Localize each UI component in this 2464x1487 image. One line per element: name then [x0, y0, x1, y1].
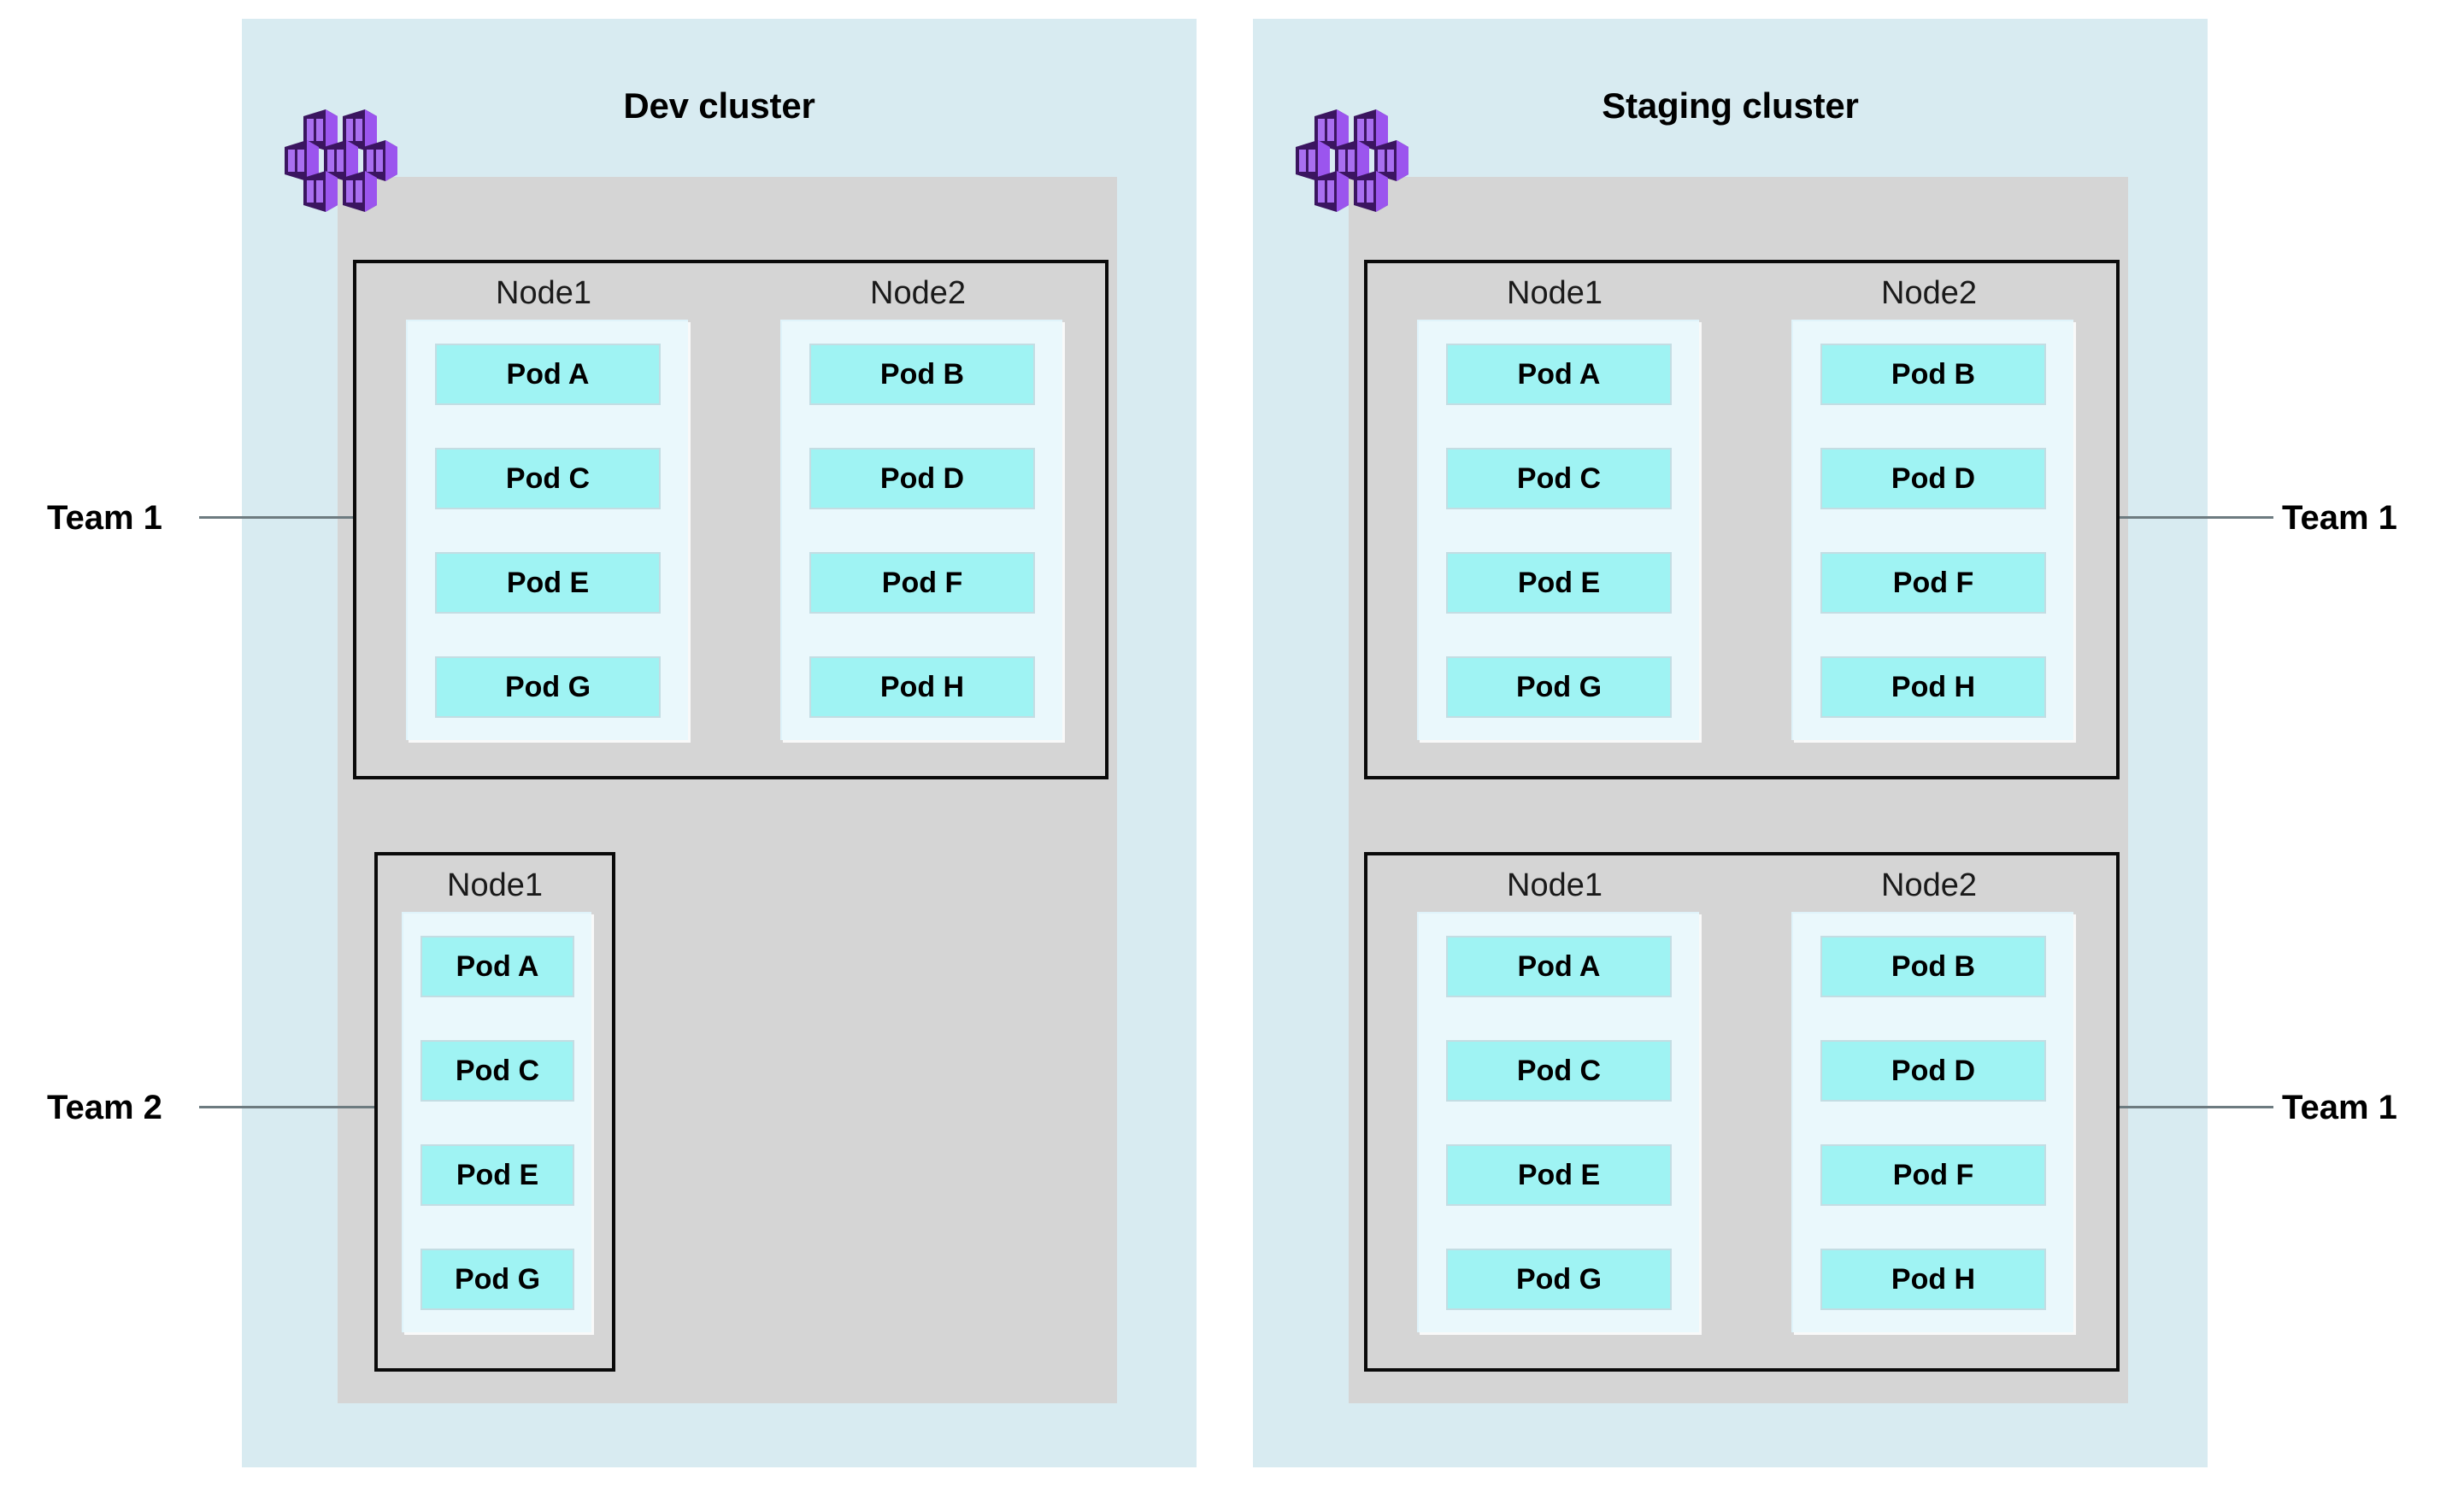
- team-label-dev-team1: Team 1: [47, 499, 162, 537]
- pod-box[interactable]: Pod H: [1820, 656, 2046, 718]
- node-panel: Pod A Pod C Pod E Pod G: [402, 912, 591, 1332]
- team-label-dev-team2: Team 2: [47, 1089, 162, 1126]
- pod-box[interactable]: Pod D: [1820, 448, 2046, 509]
- node-column: Node2 Pod B Pod D Pod F Pod H: [1742, 263, 2116, 776]
- node-column: Node1 Pod A Pod C Pod E Pod G: [1367, 263, 1742, 776]
- pod-box[interactable]: Pod A: [1446, 344, 1672, 405]
- node-panel: Pod A Pod C Pod E Pod G: [406, 320, 688, 740]
- pod-box[interactable]: Pod E: [435, 552, 661, 614]
- node-label: Node1: [1507, 275, 1602, 311]
- node-label: Node1: [496, 275, 591, 311]
- team-label-staging-team1-b: Team 1: [2282, 1089, 2397, 1126]
- pod-box[interactable]: Pod C: [1446, 448, 1672, 509]
- cluster-panel-staging: Staging cluster Node1 Pod A Pod C Pod E …: [1253, 19, 2208, 1467]
- pod-box[interactable]: Pod F: [809, 552, 1035, 614]
- pod-box[interactable]: Pod G: [435, 656, 661, 718]
- container-cluster-icon: [285, 109, 428, 212]
- cluster-panel-dev: Dev cluster Node1 Pod A Pod C Pod E Pod …: [242, 19, 1197, 1467]
- node-group-dev-team1[interactable]: Node1 Pod A Pod C Pod E Pod G Node2 Pod …: [353, 260, 1109, 779]
- node-panel: Pod B Pod D Pod F Pod H: [780, 320, 1062, 740]
- pod-box[interactable]: Pod G: [1446, 1249, 1672, 1310]
- team-connector-line: [2120, 516, 2273, 519]
- pod-box[interactable]: Pod D: [1820, 1040, 2046, 1102]
- node-label: Node1: [447, 867, 543, 903]
- pod-box[interactable]: Pod B: [809, 344, 1035, 405]
- node-label: Node2: [870, 275, 966, 311]
- pod-box[interactable]: Pod C: [435, 448, 661, 509]
- team-label-staging-team1-a: Team 1: [2282, 499, 2397, 537]
- team-connector-line: [2120, 1106, 2273, 1108]
- pod-box[interactable]: Pod A: [1446, 936, 1672, 997]
- pod-box[interactable]: Pod F: [1820, 552, 2046, 614]
- pod-box[interactable]: Pod G: [420, 1249, 574, 1310]
- node-column: Node2 Pod B Pod D Pod F Pod H: [1742, 855, 2116, 1368]
- pod-box[interactable]: Pod E: [1446, 552, 1672, 614]
- pod-box[interactable]: Pod F: [1820, 1144, 2046, 1206]
- container-cluster-icon: [1296, 109, 1439, 212]
- pod-box[interactable]: Pod H: [809, 656, 1035, 718]
- node-group-staging-team1-b[interactable]: Node1 Pod A Pod C Pod E Pod G Node2 Pod …: [1364, 852, 2120, 1372]
- node-column: Node1 Pod A Pod C Pod E Pod G: [1367, 855, 1742, 1368]
- pod-box[interactable]: Pod B: [1820, 344, 2046, 405]
- pod-box[interactable]: Pod C: [420, 1040, 574, 1102]
- cluster-title-staging: Staging cluster: [1602, 85, 1859, 126]
- node-column: Node2 Pod B Pod D Pod F Pod H: [731, 263, 1105, 776]
- node-label: Node1: [1507, 867, 1602, 903]
- pod-box[interactable]: Pod C: [1446, 1040, 1672, 1102]
- pod-box[interactable]: Pod H: [1820, 1249, 2046, 1310]
- node-group-staging-team1-a[interactable]: Node1 Pod A Pod C Pod E Pod G Node2 Pod …: [1364, 260, 2120, 779]
- pod-box[interactable]: Pod B: [1820, 936, 2046, 997]
- pod-box[interactable]: Pod E: [1446, 1144, 1672, 1206]
- pod-box[interactable]: Pod E: [420, 1144, 574, 1206]
- node-column: Node1 Pod A Pod C Pod E Pod G: [356, 263, 731, 776]
- node-panel: Pod B Pod D Pod F Pod H: [1791, 912, 2073, 1332]
- node-label: Node2: [1881, 867, 1977, 903]
- node-label: Node2: [1881, 275, 1977, 311]
- pod-box[interactable]: Pod A: [435, 344, 661, 405]
- node-panel: Pod B Pod D Pod F Pod H: [1791, 320, 2073, 740]
- pod-box[interactable]: Pod A: [420, 936, 574, 997]
- team-connector-line: [199, 516, 353, 519]
- cluster-title-dev: Dev cluster: [623, 85, 815, 126]
- pod-box[interactable]: Pod G: [1446, 656, 1672, 718]
- node-panel: Pod A Pod C Pod E Pod G: [1417, 912, 1699, 1332]
- node-column: Node1 Pod A Pod C Pod E Pod G: [378, 855, 612, 1368]
- node-panel: Pod A Pod C Pod E Pod G: [1417, 320, 1699, 740]
- team-connector-line: [199, 1106, 374, 1108]
- node-group-dev-team2[interactable]: Node1 Pod A Pod C Pod E Pod G: [374, 852, 615, 1372]
- pod-box[interactable]: Pod D: [809, 448, 1035, 509]
